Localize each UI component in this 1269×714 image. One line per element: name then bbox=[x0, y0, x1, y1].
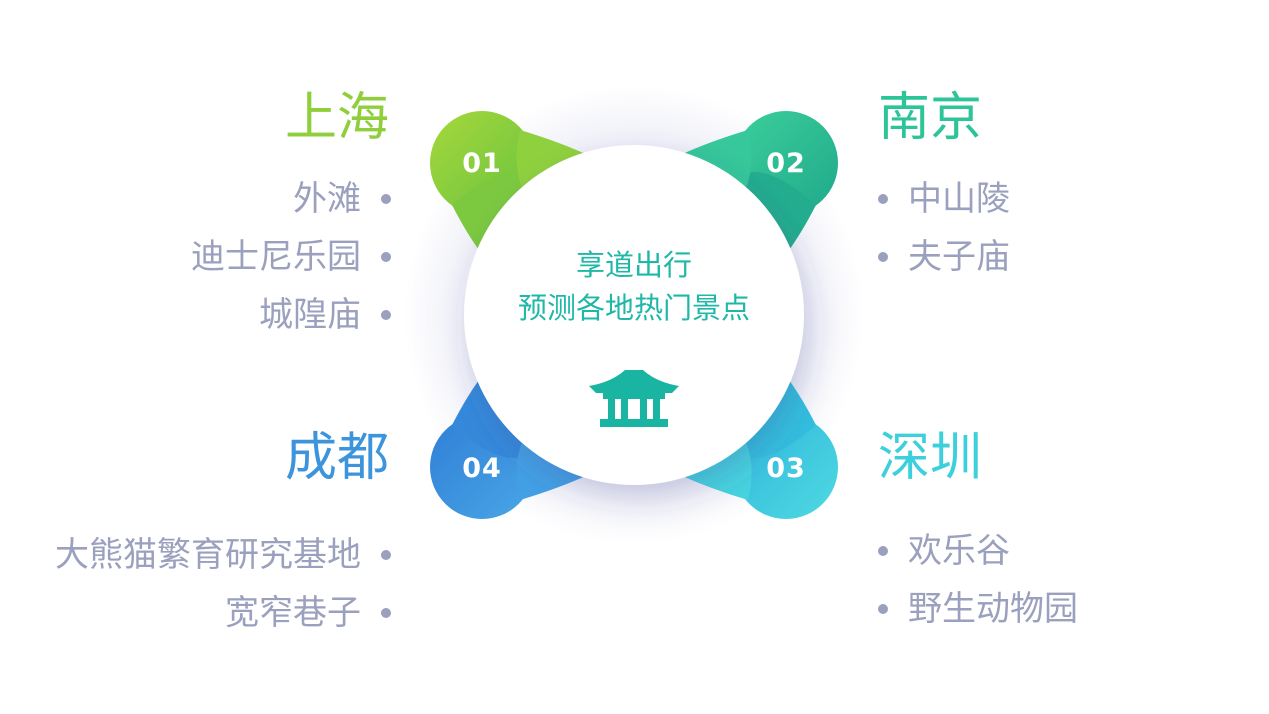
petal-number-01: 01 bbox=[462, 148, 502, 179]
list-item: 城隍庙 bbox=[191, 286, 391, 344]
temple-icon bbox=[589, 370, 679, 427]
center-subtitle: 预测各地热门景点 bbox=[517, 291, 750, 325]
city-name-shanghai: 上海 bbox=[284, 88, 389, 148]
petal-02 bbox=[678, 111, 838, 262]
center-title: 享道出行 bbox=[575, 248, 692, 282]
bullet-dot bbox=[381, 194, 391, 204]
attraction-list-nanjing: 中山陵 夫子庙 bbox=[878, 170, 1010, 286]
list-item: 欢乐谷 bbox=[878, 522, 1078, 580]
list-item: 中山陵 bbox=[878, 170, 1010, 228]
attraction-list-shanghai: 外滩 迪士尼乐园 城隍庙 bbox=[191, 170, 391, 344]
list-item: 夫子庙 bbox=[878, 228, 1010, 286]
bullet-dot bbox=[878, 252, 888, 262]
petal-number-04: 04 bbox=[462, 453, 502, 484]
bullet-dot bbox=[878, 604, 888, 614]
list-item: 宽窄巷子 bbox=[55, 584, 391, 642]
center-circle bbox=[464, 145, 804, 485]
list-item: 野生动物园 bbox=[878, 580, 1078, 638]
attraction-list-shenzhen: 欢乐谷 野生动物园 bbox=[878, 522, 1078, 638]
bullet-dot bbox=[878, 194, 888, 204]
city-name-shenzhen: 深圳 bbox=[878, 428, 983, 488]
attraction-list-chengdu: 大熊猫繁育研究基地 宽窄巷子 bbox=[55, 526, 391, 642]
bullet-dot bbox=[381, 550, 391, 560]
list-item: 迪士尼乐园 bbox=[191, 228, 391, 286]
bullet-dot bbox=[878, 546, 888, 556]
bullet-dot bbox=[381, 310, 391, 320]
petal-04 bbox=[430, 368, 590, 519]
petal-number-02: 02 bbox=[766, 148, 806, 179]
city-name-nanjing: 南京 bbox=[878, 88, 983, 148]
city-name-chengdu: 成都 bbox=[284, 428, 389, 488]
list-item: 大熊猫繁育研究基地 bbox=[55, 526, 391, 584]
list-item: 外滩 bbox=[191, 170, 391, 228]
bullet-dot bbox=[381, 252, 391, 262]
bullet-dot bbox=[381, 608, 391, 618]
petal-number-03: 03 bbox=[766, 453, 806, 484]
